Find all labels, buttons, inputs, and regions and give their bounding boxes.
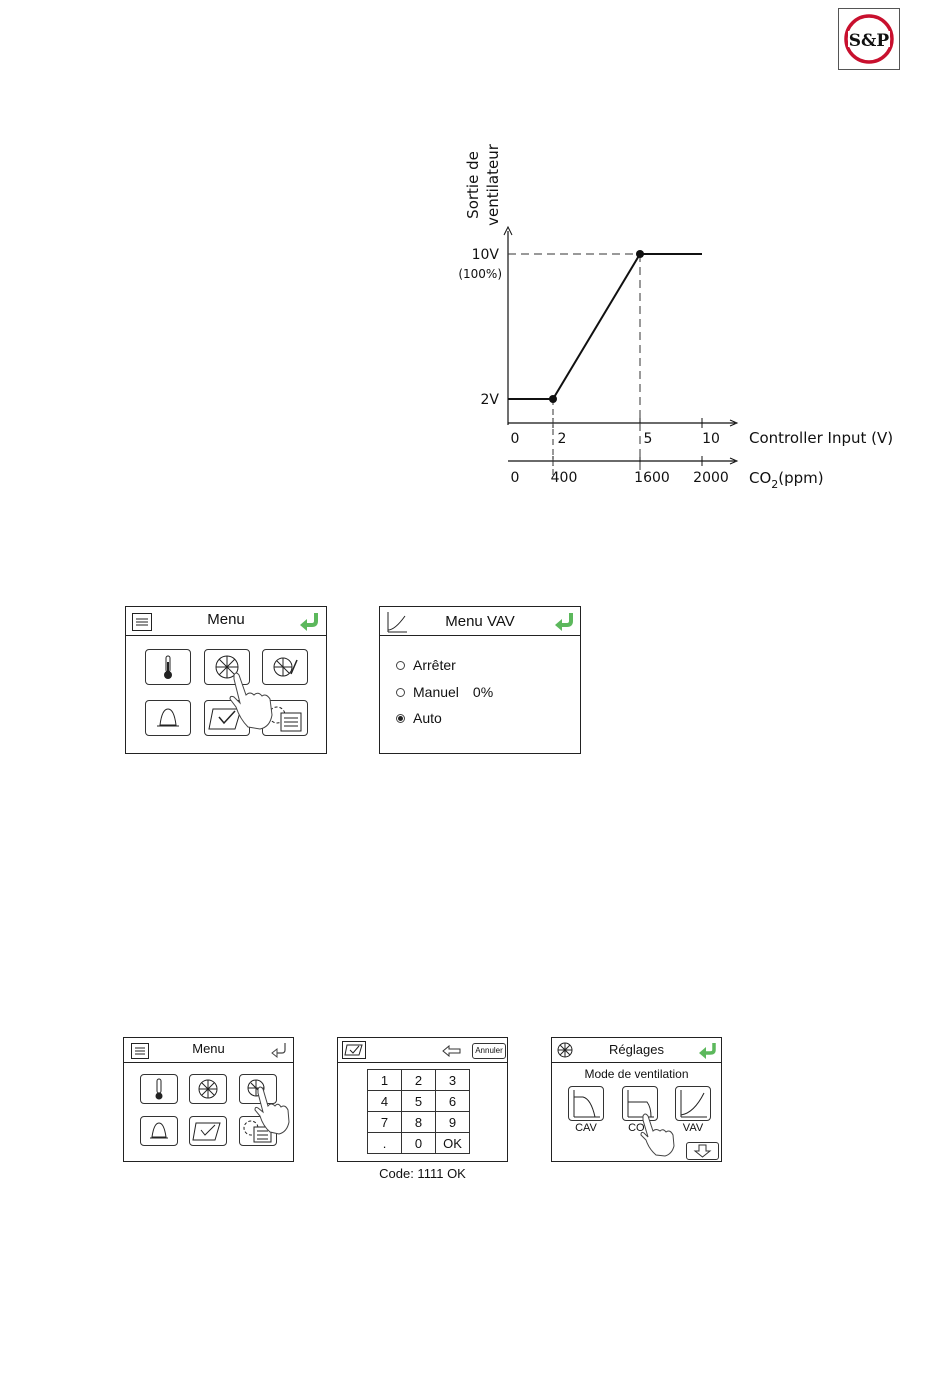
back-arrow-green-icon[interactable]	[298, 611, 320, 631]
keypad-key[interactable]: 4	[368, 1091, 402, 1112]
back-arrow-green-icon[interactable]	[698, 1041, 718, 1059]
vav-menu-screen: Menu VAV ArrêterManuel 0% Auto	[379, 606, 581, 754]
keypad-key[interactable]: 0	[402, 1133, 436, 1154]
temperature-button[interactable]	[140, 1074, 178, 1104]
vav-option-1[interactable]: Manuel 0%	[396, 684, 493, 700]
keypad-key[interactable]: 8	[402, 1112, 436, 1133]
cav-curve-icon	[569, 1087, 603, 1120]
menu-screen: Menu	[125, 606, 327, 754]
data-point	[549, 395, 557, 403]
vav-curve-icon	[676, 1087, 710, 1120]
reglages-title: Réglages	[552, 1042, 721, 1057]
menu-title: Menu	[124, 1041, 293, 1056]
alarm-button[interactable]	[145, 700, 191, 736]
x-tick-label: 5	[644, 431, 653, 447]
y-tick-label: 10V	[472, 247, 500, 263]
menu-title: Menu	[126, 611, 326, 628]
vav-curve-icon	[385, 610, 409, 634]
series-line	[508, 254, 702, 399]
menu-screen-small: Menu	[123, 1037, 294, 1162]
hand-pointer-icon	[638, 1112, 680, 1158]
y-tick-label: 2V	[481, 392, 500, 408]
x-axis-label: Controller Input (V)	[749, 429, 893, 447]
bell-icon	[141, 1117, 177, 1145]
keypad-key[interactable]: 7	[368, 1112, 402, 1133]
hand-pointer-icon	[226, 669, 276, 731]
back-arrow-outline-icon[interactable]	[270, 1041, 290, 1059]
fan-icon	[190, 1075, 226, 1103]
thermometer-icon	[141, 1075, 177, 1103]
x-tick-label-2: 1600	[634, 470, 670, 486]
keypad-key[interactable]: 6	[436, 1091, 470, 1112]
x-tick-label: 0	[511, 431, 520, 447]
keypad-key[interactable]: 2	[402, 1070, 436, 1091]
reglages-screen: Réglages Mode de ventilation CAV COP VAV	[551, 1037, 722, 1162]
keypad-key[interactable]: .	[368, 1133, 402, 1154]
radio-button[interactable]	[396, 688, 405, 697]
radio-button[interactable]	[396, 714, 405, 723]
code-caption: Code: 1111 OK	[337, 1166, 508, 1181]
checklist-icon	[190, 1117, 226, 1145]
hand-pointer-icon	[252, 1084, 292, 1136]
keypad-key[interactable]: 5	[402, 1091, 436, 1112]
vav-option-label: Manuel	[413, 684, 459, 700]
y-tick-sublabel: (100%)	[458, 267, 502, 281]
mode-cav-label: CAV	[566, 1122, 606, 1134]
radio-button[interactable]	[396, 661, 405, 670]
x-tick-label-2: 400	[551, 470, 578, 486]
scroll-down-button[interactable]	[686, 1142, 719, 1160]
fan-button[interactable]	[189, 1074, 227, 1104]
vav-option-0[interactable]: Arrêter	[396, 657, 456, 673]
y-axis-label: Sortie de	[464, 151, 482, 219]
keypad-key[interactable]: 3	[436, 1070, 470, 1091]
vav-option-2[interactable]: Auto	[396, 710, 442, 726]
keypad-key[interactable]: 1	[368, 1070, 402, 1091]
x-tick-label-2: 0	[511, 470, 520, 486]
y-axis-label: ventilateur	[484, 143, 502, 226]
x-tick-label: 10	[702, 431, 720, 447]
x-tick-label-2: 2000	[693, 470, 729, 486]
brand-logo: S&P	[838, 8, 900, 70]
bell-icon	[146, 701, 190, 735]
temperature-button[interactable]	[145, 649, 191, 685]
vav-option-label: Arrêter	[413, 657, 456, 673]
keypad-key[interactable]: 9	[436, 1112, 470, 1133]
vav-option-label: Auto	[413, 710, 442, 726]
keypad-key[interactable]: OK	[436, 1133, 470, 1154]
mode-cav-button[interactable]	[568, 1086, 604, 1121]
svg-text:S&P: S&P	[849, 31, 890, 51]
checklist-icon	[342, 1041, 366, 1059]
mode-vav-button[interactable]	[675, 1086, 711, 1121]
thermometer-icon	[146, 650, 190, 684]
x-axis-2-label: CO2(ppm)	[749, 469, 824, 491]
alarm-button[interactable]	[140, 1116, 178, 1146]
checklist-button[interactable]	[189, 1116, 227, 1146]
data-point	[636, 250, 644, 258]
vav-title: Menu VAV	[410, 613, 550, 630]
down-arrow-icon	[687, 1143, 718, 1159]
ventilation-mode-label: Mode de ventilation	[552, 1067, 721, 1081]
cancel-button[interactable]: Annuler	[472, 1043, 506, 1059]
backspace-arrow-icon[interactable]	[442, 1045, 462, 1057]
x-tick-label: 2	[558, 431, 567, 447]
vav-option-value: 0%	[473, 684, 493, 700]
back-arrow-green-icon[interactable]	[553, 611, 575, 631]
